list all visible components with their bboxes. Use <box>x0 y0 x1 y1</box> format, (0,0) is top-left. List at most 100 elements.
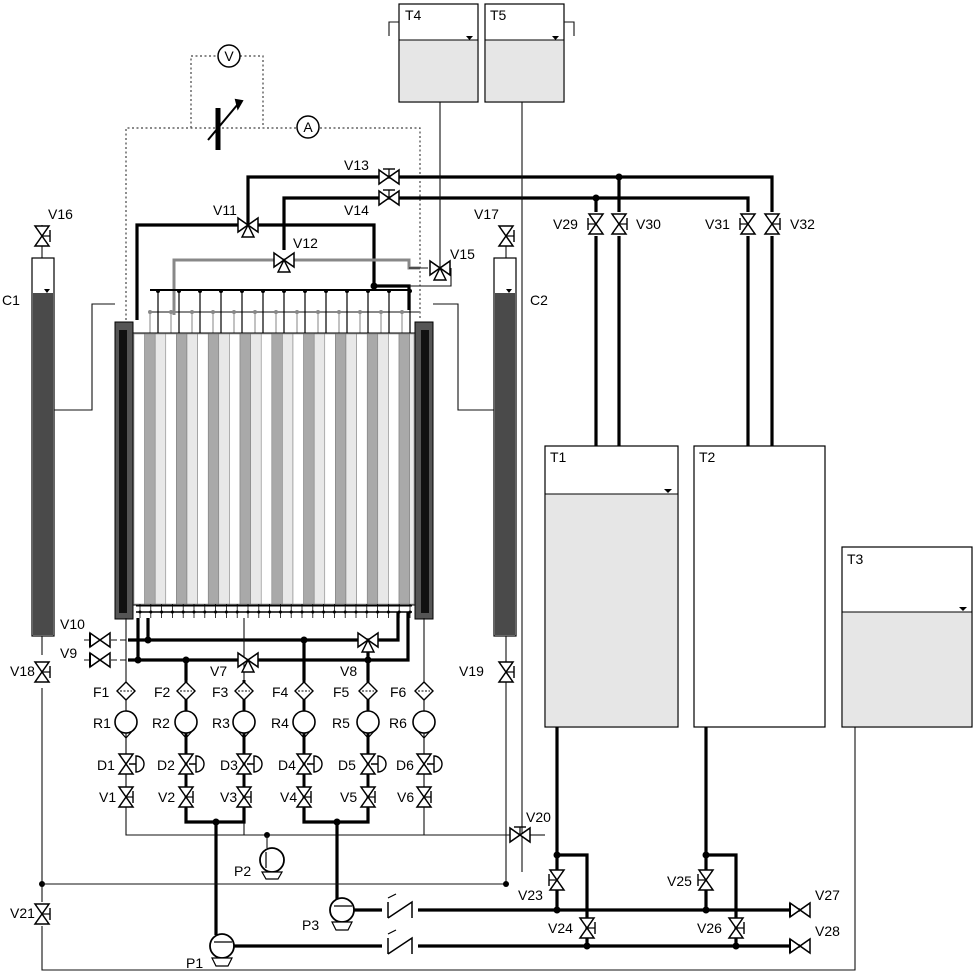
actuator-icon <box>189 755 205 773</box>
column-c1: C1 <box>2 225 115 637</box>
filter-f3-label: F3 <box>212 684 229 700</box>
manifold-node <box>408 289 412 293</box>
tank-t1-label: T1 <box>550 449 567 465</box>
stack-cell <box>154 333 167 605</box>
column-c2: C2 <box>433 245 548 637</box>
rotameter-cone <box>414 727 434 739</box>
valve-v6-label: V6 <box>397 789 414 805</box>
rotameter-r5-label: R5 <box>332 715 350 731</box>
ammeter-icon <box>296 115 320 139</box>
valve-v5-label: V5 <box>340 789 357 805</box>
tank-t5-label: T5 <box>490 7 507 23</box>
valve-v4-label: V4 <box>280 789 297 805</box>
stack-cell <box>144 333 156 605</box>
rotameter-r2-label: R2 <box>152 715 170 731</box>
stack-cell <box>239 333 251 605</box>
check-valve-icon <box>387 929 413 955</box>
stack-cell <box>398 333 410 605</box>
level-marker-icon <box>959 607 967 611</box>
stack-cell <box>282 333 294 605</box>
level-marker-icon <box>552 36 559 40</box>
stack-cells <box>133 333 415 605</box>
stack-cell <box>409 333 415 605</box>
manifold-node <box>198 289 202 293</box>
valve-v16-label: V16 <box>48 206 73 222</box>
diaphragm-valve-icon <box>415 753 433 775</box>
electrodialysis-stack <box>114 321 434 620</box>
diaphragm-d1-label: D1 <box>97 757 115 773</box>
rotameter-icon <box>356 710 380 734</box>
manifold-node <box>156 289 160 293</box>
manifold-node <box>232 310 236 314</box>
rotameter-cone <box>234 727 254 739</box>
filter-f6-label: F6 <box>390 684 407 700</box>
tank-t2: T2 <box>693 445 826 728</box>
rotameter-r6-label: R6 <box>389 715 407 731</box>
valve-v20-label: V20 <box>526 809 551 825</box>
diaphragm-d4-label: D4 <box>278 757 296 773</box>
stack-cell <box>186 333 198 605</box>
tank-t3: T3 <box>841 546 973 728</box>
valve-v8-label: V8 <box>340 663 357 679</box>
stack-cell <box>366 333 379 605</box>
valve-v30-label: V30 <box>636 216 661 232</box>
valve-v14-label: V14 <box>344 202 369 218</box>
stack-cell <box>250 333 262 605</box>
stack-cell <box>303 333 315 605</box>
collector-piping <box>39 636 856 971</box>
manifold-node <box>316 310 320 314</box>
tank-t2-label: T2 <box>699 449 716 465</box>
manifold-node <box>219 289 223 293</box>
valve-v19-label: V19 <box>459 663 484 679</box>
actuator-icon <box>427 755 443 773</box>
voltmeter-label: V <box>224 48 234 64</box>
level-marker-icon <box>664 489 672 493</box>
valve-v3-label: V3 <box>220 789 237 805</box>
diaphragm-valve-icon <box>235 753 253 775</box>
manifold-node <box>379 310 383 314</box>
filter-f1-label: F1 <box>93 684 110 700</box>
three-way-valve-icon <box>360 638 376 653</box>
three-way-valve-icon <box>240 658 256 673</box>
valve-v2-label: V2 <box>158 789 175 805</box>
valve-labels: V16 V17 V11 V12 V13 V14 V15 V29 V30 V31 … <box>10 157 840 939</box>
rotameter-icon <box>292 710 316 734</box>
actuator-icon <box>371 755 387 773</box>
filter-f5-label: F5 <box>333 684 350 700</box>
column-c2-label: C2 <box>530 292 548 308</box>
column-c1-label: C1 <box>2 292 20 308</box>
rotameter-icon <box>174 710 198 734</box>
valve-v26-label: V26 <box>697 920 722 936</box>
manifold-node <box>387 289 391 293</box>
pump-p3-label: P3 <box>302 917 319 933</box>
pump-p1-label: P1 <box>186 955 203 971</box>
stack-cell <box>218 333 230 605</box>
diaphragm-d3-label: D3 <box>220 757 238 773</box>
diaphragm-valve-icon <box>117 753 135 775</box>
stack-cell <box>324 333 336 605</box>
stack-cell <box>165 333 177 605</box>
diaphragm-d6-label: D6 <box>396 757 414 773</box>
manifold-node <box>337 310 341 314</box>
bottom-piping <box>84 612 425 680</box>
level-marker-icon <box>506 289 512 293</box>
level-marker-icon <box>466 36 473 40</box>
manifold-node <box>303 289 307 293</box>
rotameter-icon <box>114 710 138 734</box>
manifold-node <box>190 310 194 314</box>
manifold-node <box>295 310 299 314</box>
valve-v31-label: V31 <box>705 216 730 232</box>
stack-cell <box>292 333 304 605</box>
manifold-node <box>366 289 370 293</box>
diaphragm-d2-label: D2 <box>157 757 175 773</box>
bottom-manifold-ticks <box>136 604 412 618</box>
tank-t4: T4 <box>388 3 479 103</box>
flow-trains <box>114 680 443 808</box>
top-manifold <box>150 289 420 313</box>
manifold-node <box>345 289 349 293</box>
stack-cell <box>356 333 368 605</box>
valve-v24-label: V24 <box>548 920 573 936</box>
pump-p2: P2 <box>234 847 285 880</box>
valves <box>33 168 811 955</box>
